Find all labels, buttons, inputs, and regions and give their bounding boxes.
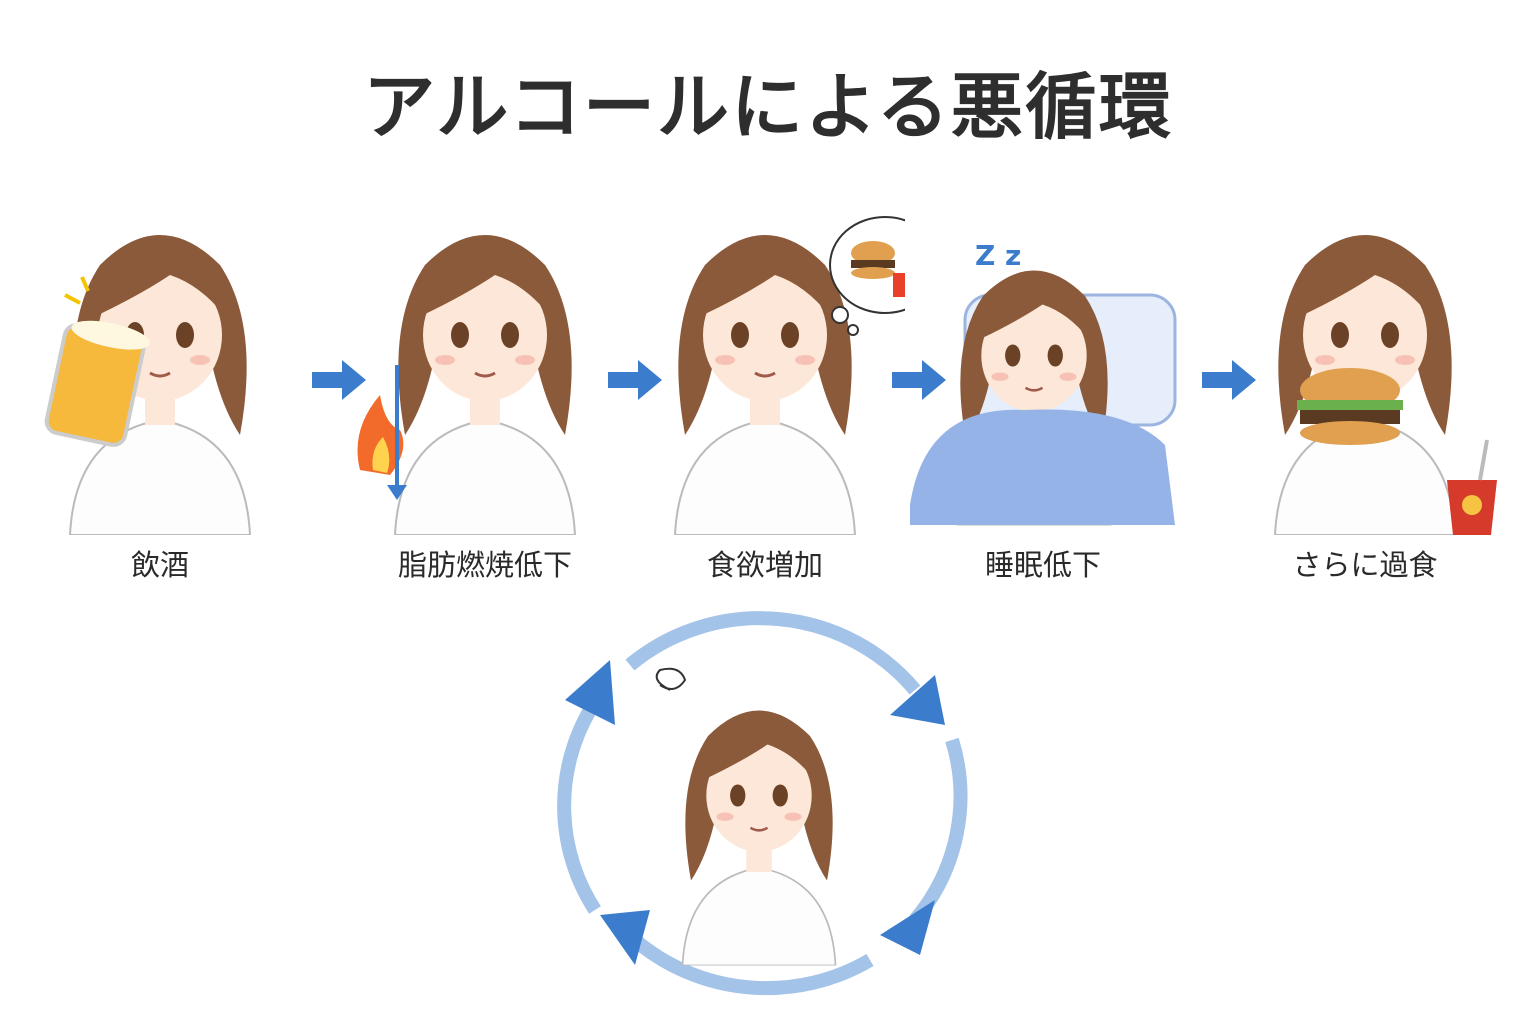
right-arrow-icon bbox=[1202, 360, 1256, 400]
cycle-ring bbox=[557, 611, 968, 996]
step-label: 飲酒 bbox=[130, 548, 189, 582]
step-label: 食欲増加 bbox=[706, 548, 823, 582]
dizzy-swirl-icon bbox=[655, 667, 687, 691]
drink-cup-icon bbox=[1447, 439, 1497, 535]
right-arrow-icon bbox=[312, 360, 366, 400]
vicious-cycle-diagram bbox=[540, 600, 980, 1010]
cycle-arrowheads bbox=[565, 660, 945, 965]
headache-girl-illustration bbox=[681, 709, 837, 966]
blanket bbox=[910, 409, 1175, 525]
down-arrow-icon bbox=[387, 365, 407, 500]
step-appetite-illustration bbox=[625, 205, 905, 535]
burger-icon bbox=[1297, 368, 1403, 445]
step-label: 脂肪燃焼低下 bbox=[397, 548, 572, 582]
right-arrow-icon bbox=[608, 360, 662, 400]
beer-mug-icon bbox=[44, 320, 150, 447]
burger-thought-bubble-icon bbox=[829, 216, 905, 336]
page-title: アルコールによる悪循環 bbox=[363, 65, 1173, 149]
sleep-z-icon: Z z bbox=[975, 239, 1021, 272]
step-label: 睡眠低下 bbox=[984, 548, 1101, 582]
step-sleep-illustration: Z z bbox=[905, 205, 1185, 535]
step-label: さらに過食 bbox=[1292, 548, 1438, 582]
flame-icon bbox=[357, 395, 404, 475]
step-overeating-illustration bbox=[1225, 205, 1505, 535]
step-fat-burn-illustration bbox=[345, 205, 625, 535]
right-arrow-icon bbox=[892, 360, 946, 400]
step-drinking-illustration bbox=[20, 205, 300, 535]
